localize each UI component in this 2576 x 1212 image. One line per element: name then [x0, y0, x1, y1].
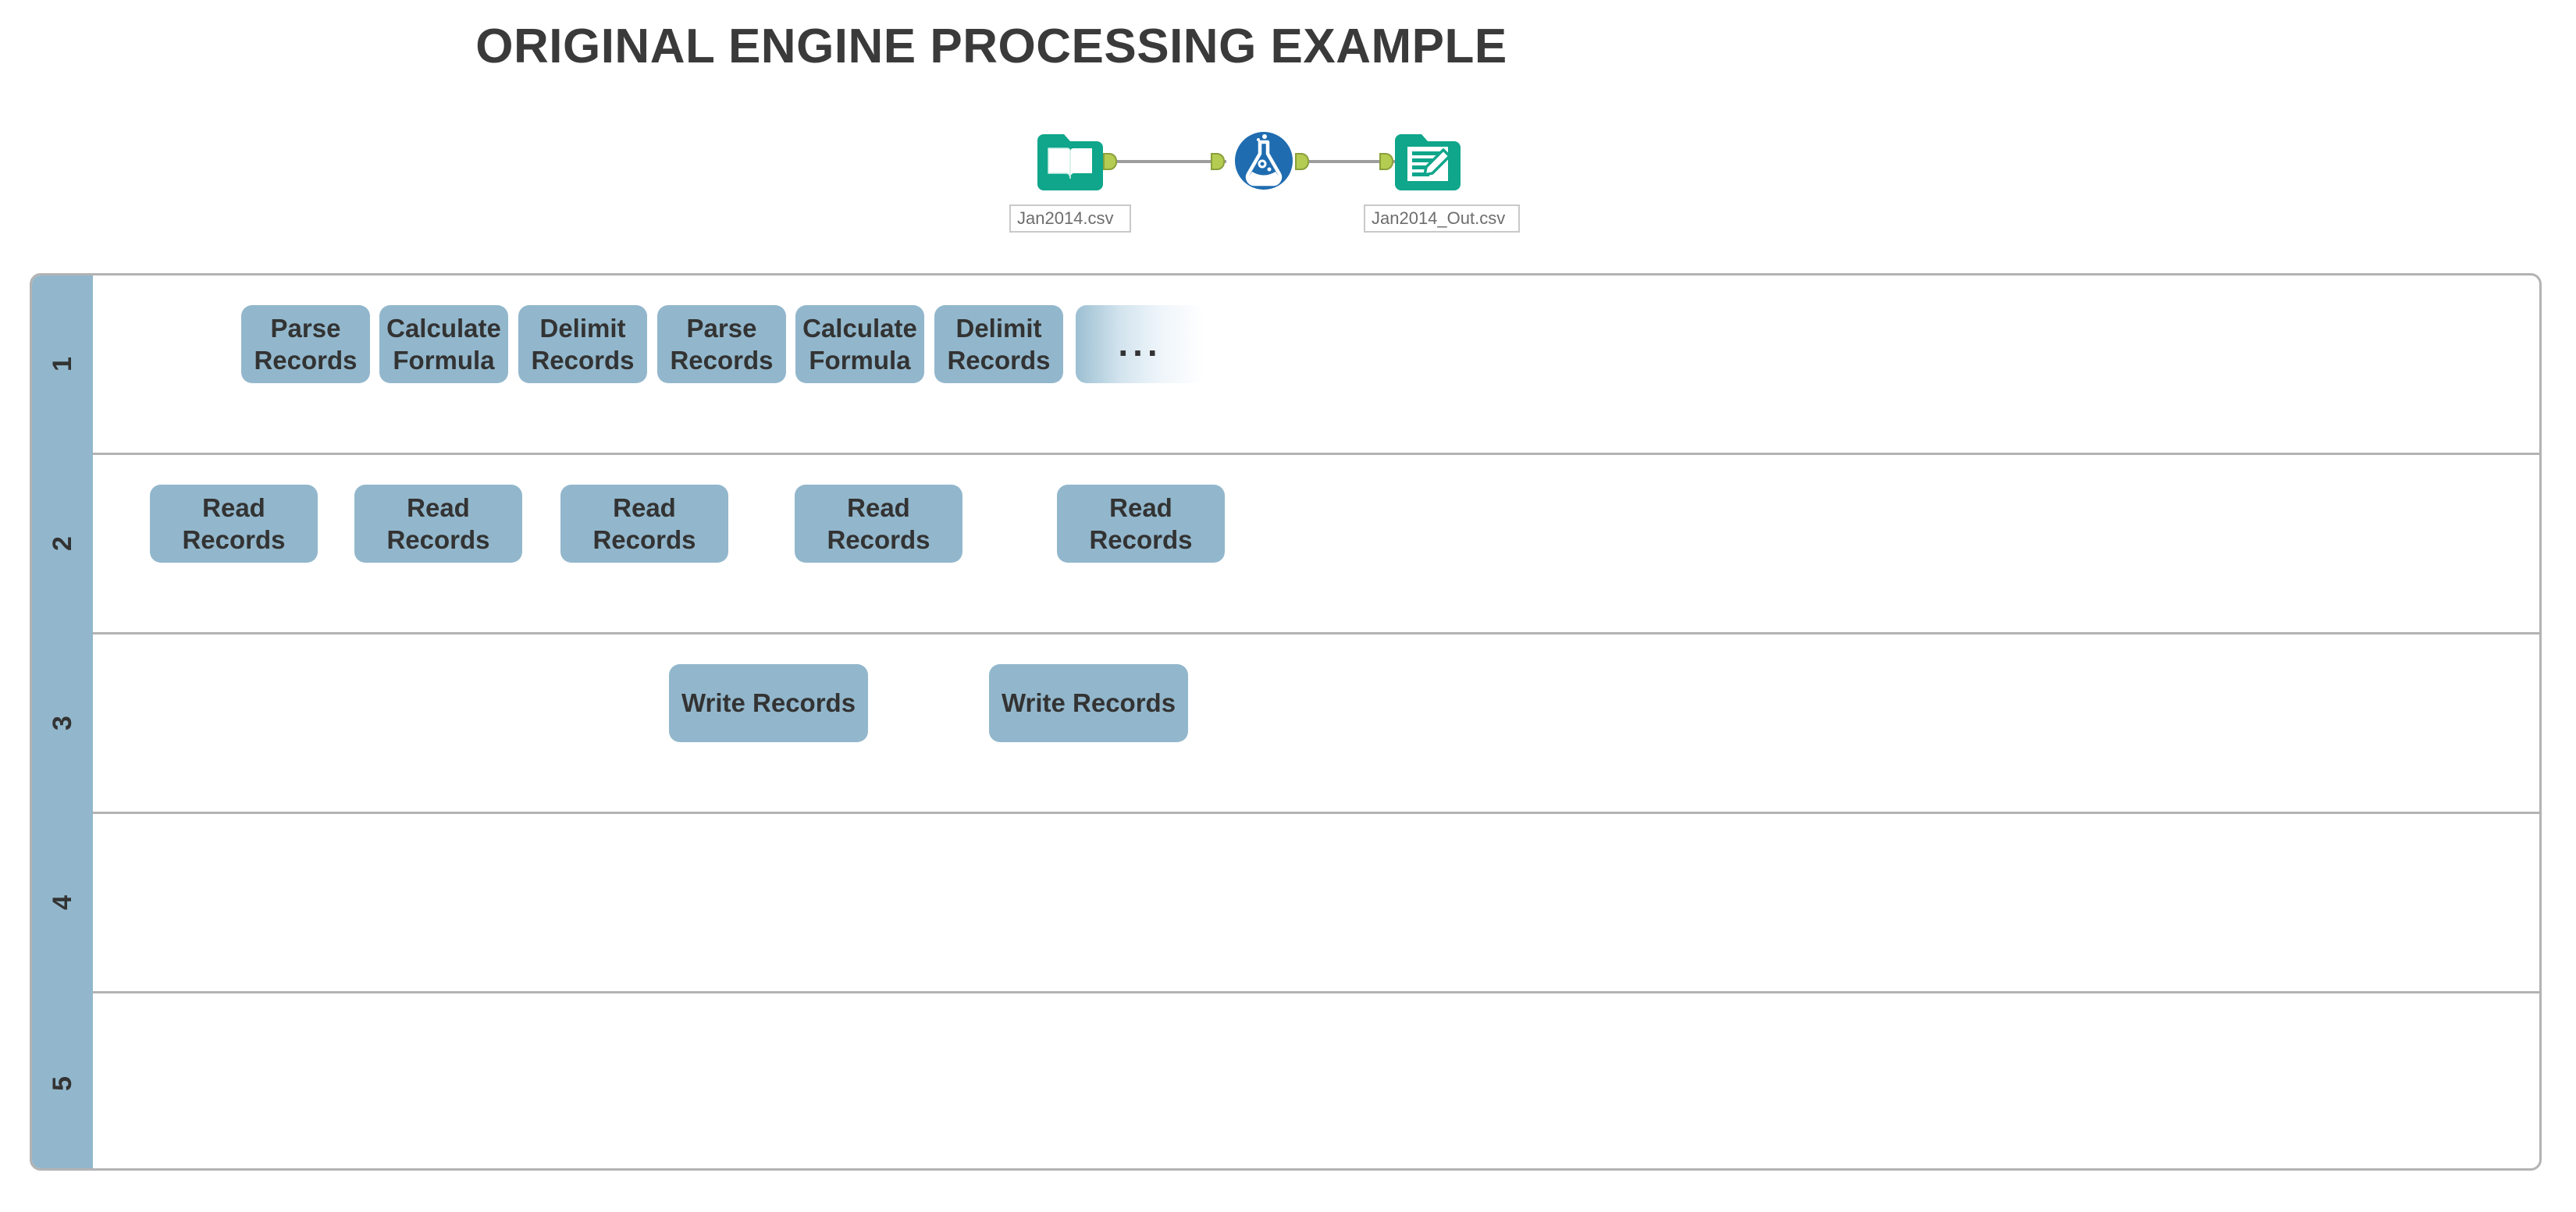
timeline-row-track: Write Records Write Records [93, 634, 2539, 812]
row-number-text: 2 [47, 536, 77, 551]
process-block[interactable]: Parse Records [241, 305, 370, 383]
book-input-icon [1037, 134, 1103, 190]
output-anchor-icon [1295, 153, 1309, 170]
process-block[interactable]: Write Records [669, 664, 868, 742]
workflow-wire-formula-to-output [1301, 160, 1395, 163]
timeline-row: 4 [32, 812, 2539, 993]
workflow-input-file-label: Jan2014.csv [1009, 204, 1131, 233]
row-number-text: 3 [47, 716, 77, 730]
process-block[interactable]: Delimit Records [518, 305, 647, 383]
workflow-diagram: Jan2014.csv Jan2014_Out.csv [1009, 125, 1573, 242]
process-block[interactable]: Parse Records [657, 305, 786, 383]
timeline-row: 5 [32, 992, 2539, 1168]
workflow-node-formula[interactable] [1228, 125, 1300, 197]
process-block[interactable]: Read Records [795, 485, 962, 563]
row-number-text: 1 [47, 357, 77, 371]
timeline-row-track: Read Records Read Records Read Records Read… [93, 455, 2539, 632]
process-block[interactable]: Read Records [150, 485, 318, 563]
row-number-label: 4 [32, 812, 93, 993]
process-block[interactable]: Read Records [1057, 485, 1225, 563]
row-number-text: 5 [47, 1075, 77, 1091]
process-block[interactable]: Read Records [560, 485, 728, 563]
workflow-wire-input-to-formula [1112, 160, 1226, 163]
input-anchor-icon [1379, 153, 1393, 170]
workflow-node-input[interactable] [1034, 125, 1106, 197]
row-number-label: 2 [32, 453, 93, 634]
workflow-output-file-label: Jan2014_Out.csv [1364, 204, 1520, 233]
timeline-row-track [93, 814, 2539, 991]
row-number-label: 3 [32, 633, 93, 813]
flask-formula-icon [1235, 132, 1293, 190]
output-anchor-icon [1103, 153, 1117, 170]
process-block-ellipsis[interactable]: ... [1076, 305, 1204, 383]
page-title: ORIGINAL ENGINE PROCESSING EXAMPLE [475, 20, 1507, 73]
workflow-node-output[interactable] [1392, 125, 1464, 197]
process-block[interactable]: Write Records [989, 664, 1188, 742]
row-number-text: 4 [47, 895, 77, 910]
timeline-row: 3 Write Records Write Records [32, 633, 2539, 814]
process-block[interactable]: Calculate Formula [795, 305, 924, 383]
process-block[interactable]: Calculate Formula [379, 305, 508, 383]
input-anchor-icon [1211, 153, 1225, 170]
process-block[interactable]: Delimit Records [934, 305, 1063, 383]
document-pencil-output-icon [1395, 134, 1461, 190]
process-block[interactable]: Read Records [354, 485, 522, 563]
timeline-row-track [93, 993, 2539, 1168]
row-number-label: 5 [32, 992, 93, 1168]
row-number-label: 1 [32, 275, 93, 454]
